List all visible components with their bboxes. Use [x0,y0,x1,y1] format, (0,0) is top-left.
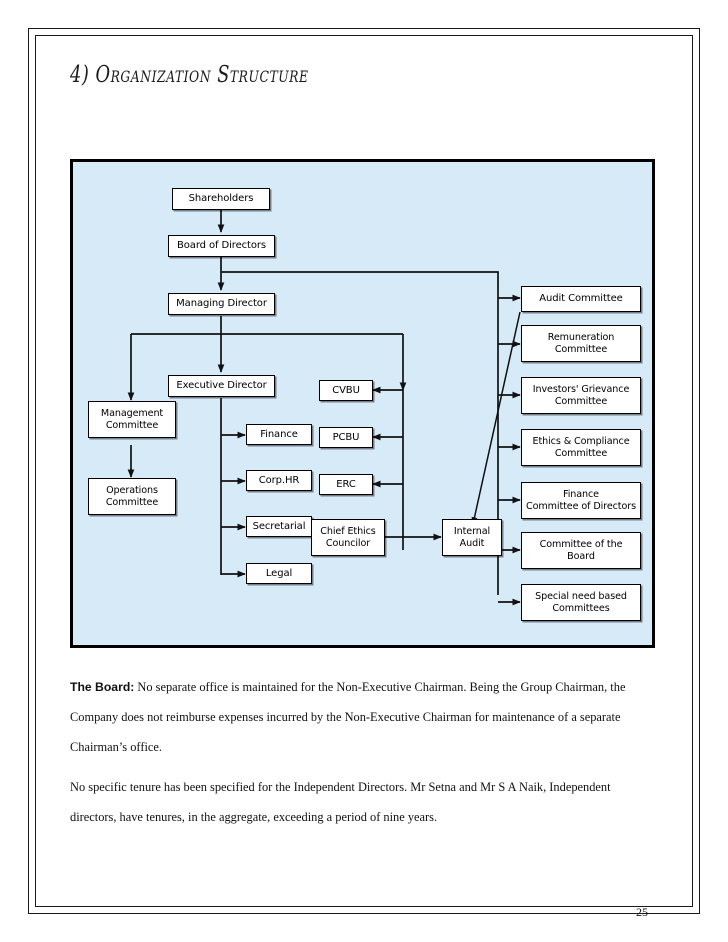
node-investors-grievance-committee: Investors' Grievance Committee [521,377,641,414]
node-secretarial: Secretarial [246,516,312,537]
node-managing-director: Managing Director [168,293,275,315]
node-board-of-directors: Board of Directors [168,235,275,257]
node-executive-director: Executive Director [168,375,275,397]
node-internal-audit: Internal Audit [442,519,502,556]
node-committee-of-the-board: Committee of the Board [521,532,641,569]
node-remuneration-committee: Remuneration Committee [521,325,641,362]
node-erc: ERC [319,474,373,495]
node-finance: Finance [246,424,312,445]
node-ethics-compliance-committee: Ethics & Compliance Committee [521,429,641,466]
paragraph-independent-directors: No specific tenure has been specified fo… [70,780,611,824]
node-chief-ethics-councilor: Chief Ethics Councilor [311,519,385,556]
paragraph-lead-label: The Board: [70,680,135,694]
organization-chart-panel: Shareholders Board of Directors Managing… [70,159,655,648]
node-operations-committee: Operations Committee [88,478,176,515]
node-cvbu: CVBU [319,380,373,401]
paragraph-the-board: The Board: No separate office is maintai… [70,672,630,762]
paragraph-1-text: No separate office is maintained for the… [70,680,626,754]
node-finance-committee-of-directors: Finance Committee of Directors [521,482,641,519]
page-title: 4) Organization Structure [70,62,309,88]
node-legal: Legal [246,563,312,584]
node-special-need-based-committees: Special need based Committees [521,584,641,621]
node-corp-hr: Corp.HR [246,470,312,491]
node-audit-committee: Audit Committee [521,286,641,312]
page-number: 25 [636,905,648,919]
node-pcbu: PCBU [319,427,373,448]
node-shareholders: Shareholders [172,188,270,210]
node-management-committee: Management Committee [88,401,176,438]
